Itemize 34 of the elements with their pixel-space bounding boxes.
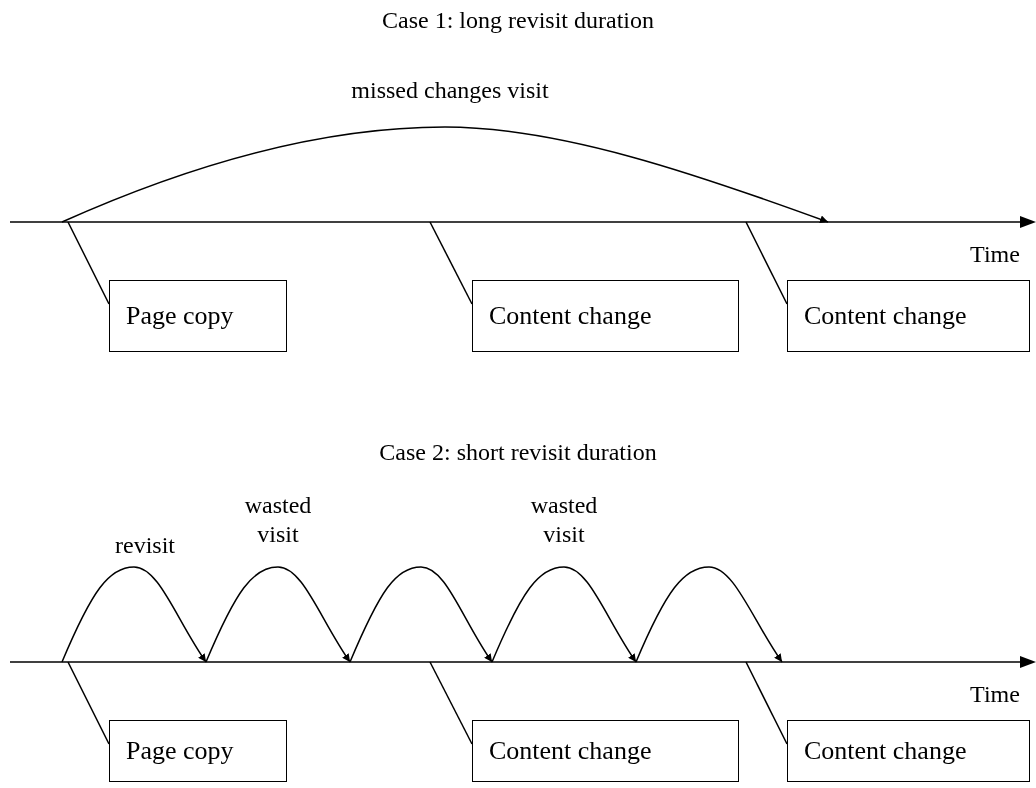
event-box — [787, 280, 1030, 352]
leader-line — [429, 221, 473, 305]
visit-arc — [61, 566, 207, 663]
event-box — [472, 720, 739, 782]
time-axis — [9, 656, 1036, 668]
leader-line — [429, 661, 473, 745]
visit-arc — [349, 566, 493, 663]
box-label: Content change — [489, 299, 652, 332]
axis-label: Time — [969, 240, 1021, 269]
box-label: Content change — [804, 734, 967, 767]
box-label: Page copy — [126, 734, 234, 767]
time-axis — [9, 216, 1036, 228]
leader-line — [745, 661, 788, 745]
visit-arc — [491, 566, 637, 663]
leader-line — [745, 221, 788, 305]
event-box — [787, 720, 1030, 782]
case-heading: Case 1: long revisit duration — [381, 6, 655, 35]
case-heading: Case 2: short revisit duration — [378, 438, 658, 467]
visit-arc — [61, 126, 829, 224]
box-label: Content change — [489, 734, 652, 767]
event-box — [109, 720, 287, 782]
edge-label: missed changes visit — [350, 76, 550, 105]
box-label: Page copy — [126, 299, 234, 332]
event-box — [109, 280, 287, 352]
leader-line — [67, 661, 110, 745]
axis-label: Time — [969, 680, 1021, 709]
edge-label: wasted visit — [243, 491, 313, 549]
edge-label: revisit — [114, 531, 176, 560]
box-label: Content change — [804, 299, 967, 332]
visit-arc — [205, 566, 351, 663]
leader-line — [67, 221, 110, 305]
edge-label: wasted visit — [529, 491, 599, 549]
visit-arc — [635, 566, 783, 663]
event-box — [472, 280, 739, 352]
